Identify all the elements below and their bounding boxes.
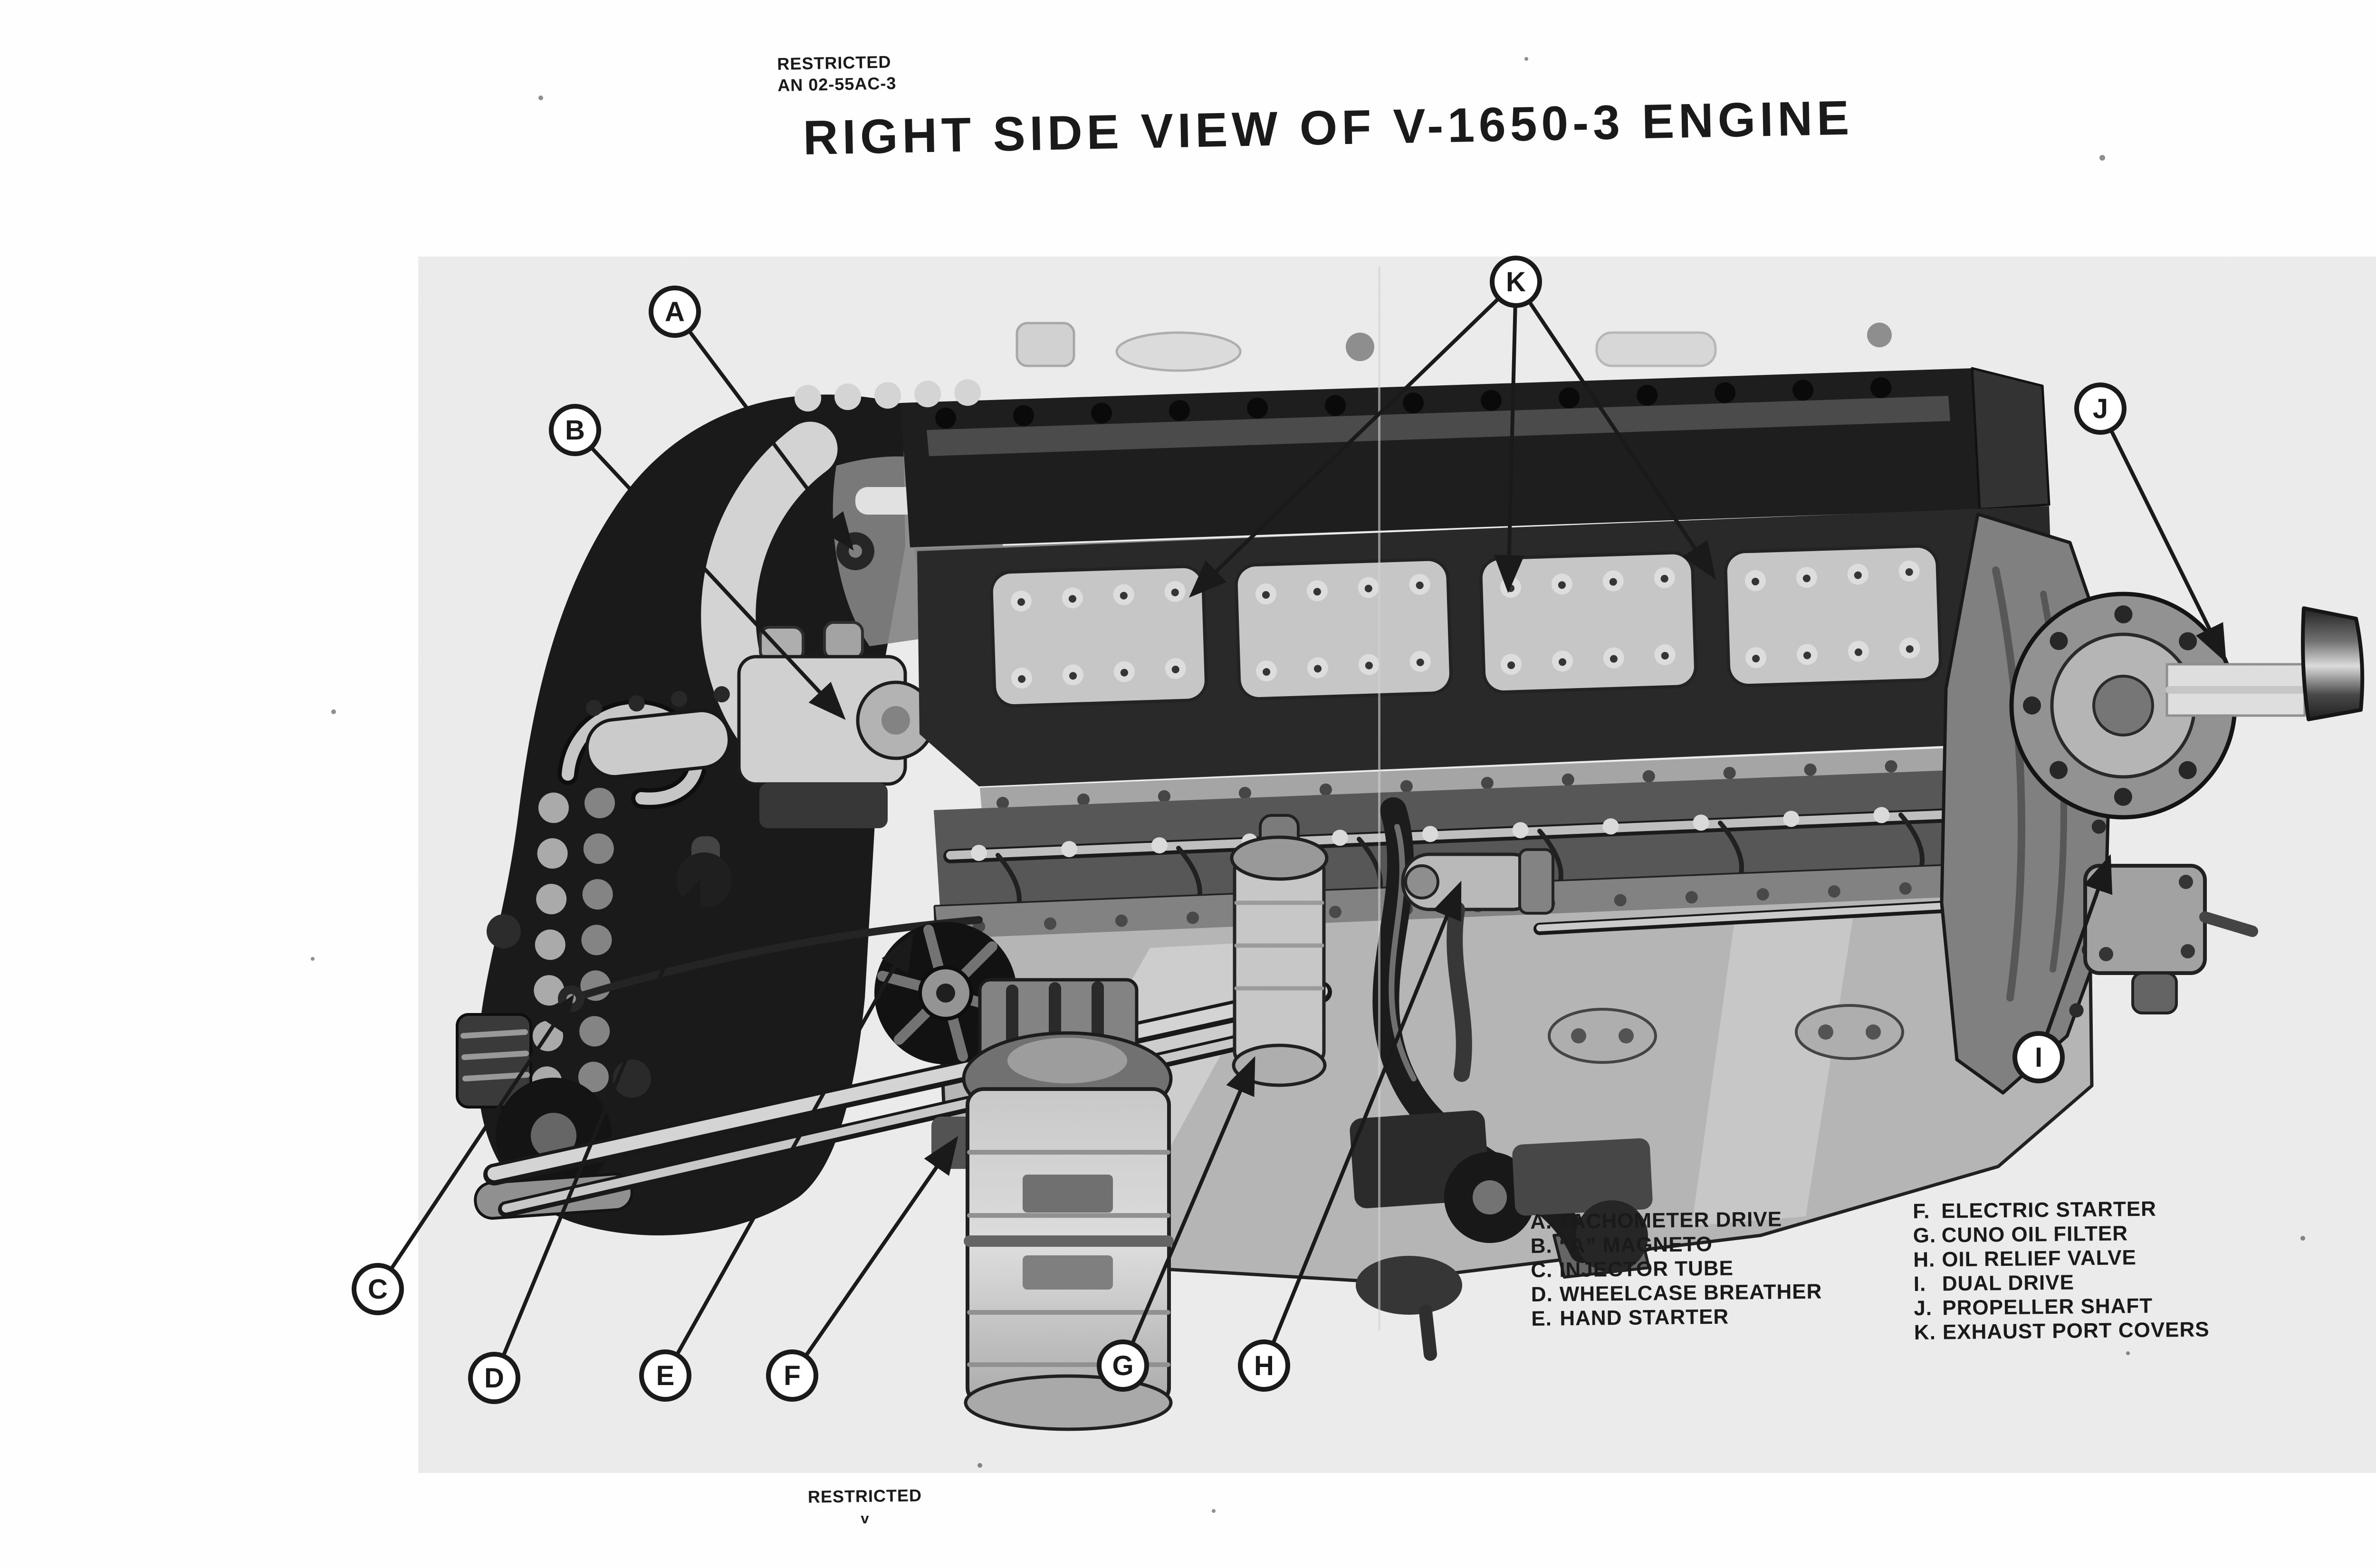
legend-item-label: ELECTRIC STARTER [1941,1197,2157,1223]
callout-letter-F: F [784,1360,800,1391]
callout-leader-D [501,879,701,1357]
legend-item-label: DUAL DRIVE [1942,1271,2075,1296]
legend-item: I. DUAL DRIVE [1913,1271,2209,1296]
callout-leader-K [1188,296,1500,598]
callout-leader-I [2044,854,2113,1036]
legend-item: E. HAND STARTER [1531,1305,1822,1330]
legend-item: A. TACHOMETER DRIVE [1530,1207,1821,1233]
legend-item-key: C. [1531,1258,1553,1282]
callout-circle-D [468,1352,520,1404]
callout-leader-J [2109,429,2226,663]
callout-circle-G [1097,1339,1149,1392]
callout-leader-H [1271,880,1462,1345]
callout-letter-A: A [665,296,685,327]
callout-circle-J [2074,382,2127,435]
legend-item: K.EXHAUST PORT COVERS [1914,1318,2210,1344]
callout-leader-C [389,994,575,1271]
callout-circle-K [1490,256,1542,308]
callout-circle-B [549,404,601,456]
page-number: v [861,1510,869,1527]
callout-leader-K [1527,300,1716,580]
legend-item-key: G. [1913,1224,1936,1247]
callout-letter-C: C [368,1274,388,1305]
callout-letter-J: J [2093,393,2108,424]
legend-item: D.WHEELCASE BREATHER [1531,1280,1822,1306]
callout-letter-G: G [1112,1350,1133,1381]
legend-item-label: WHEELCASE BREATHER [1559,1280,1822,1306]
legend-item-key: K. [1914,1320,1936,1344]
legend-item: B.“A” MAGNETO [1530,1232,1822,1258]
callout-leader-A [687,329,854,551]
legend-item-label: EXHAUST PORT COVERS [1942,1318,2210,1344]
legend-item-label: CUNO OIL FILTER [1941,1222,2128,1247]
callout-circle-F [766,1349,818,1402]
classification-top: RESTRICTED [777,52,891,74]
legend-item-key: E. [1531,1307,1552,1330]
callout-circle-C [352,1263,404,1315]
legend-item: C.INJECTOR TUBE [1531,1256,1822,1282]
legend-item-label: OIL RELIEF VALVE [1942,1246,2137,1272]
callout-circle-H [1238,1339,1290,1392]
legend-item-label: “A” MAGNETO [1559,1232,1713,1258]
legend-item: H. OIL RELIEF VALVE [1913,1246,2209,1272]
callout-letter-H: H [1254,1350,1274,1381]
callout-letter-B: B [565,415,585,446]
legend-item: J. PROPELLER SHAFT [1914,1294,2209,1320]
callout-leader-E [675,933,914,1356]
legend-item-key: A. [1530,1210,1552,1233]
callout-circle-I [2012,1031,2065,1083]
callout-leader-G [1130,1056,1255,1345]
photo-grain [418,257,2376,1473]
legend-item-label: PROPELLER SHAFT [1942,1294,2153,1320]
legend-item-key: H. [1913,1248,1935,1272]
header-block: RESTRICTED AN 02-55AC-3 [777,51,897,96]
classification-bottom: RESTRICTED [807,1485,922,1507]
legend-item-label: TACHOMETER DRIVE [1558,1207,1782,1233]
callout-letter-I: I [2035,1042,2042,1073]
callout-circle-A [649,286,701,338]
legend-item-key: J. [1914,1296,1933,1320]
callout-circle-E [639,1349,691,1402]
callout-letter-E: E [656,1360,675,1391]
callout-leader-B [590,446,846,720]
callout-leader-K [1494,305,1524,593]
legend-item-key: I. [1913,1272,1926,1296]
doc-number: AN 02-55AC-3 [777,73,897,95]
legend-item-key: D. [1531,1282,1553,1306]
legend-item-key: B. [1530,1234,1553,1258]
legend-item: F. ELECTRIC STARTER [1912,1197,2208,1223]
legend-item-key: F. [1912,1199,1930,1223]
callout-layer: A B C D E F G H I J K [352,256,2226,1404]
callout-letter-D: D [484,1363,504,1394]
callout-leader-F [804,1136,958,1358]
legend-item-label: INJECTOR TUBE [1559,1256,1734,1282]
legend-item: G.CUNO OIL FILTER [1913,1222,2209,1247]
callout-letter-K: K [1506,267,1526,297]
legend-item-label: HAND STARTER [1560,1305,1729,1330]
